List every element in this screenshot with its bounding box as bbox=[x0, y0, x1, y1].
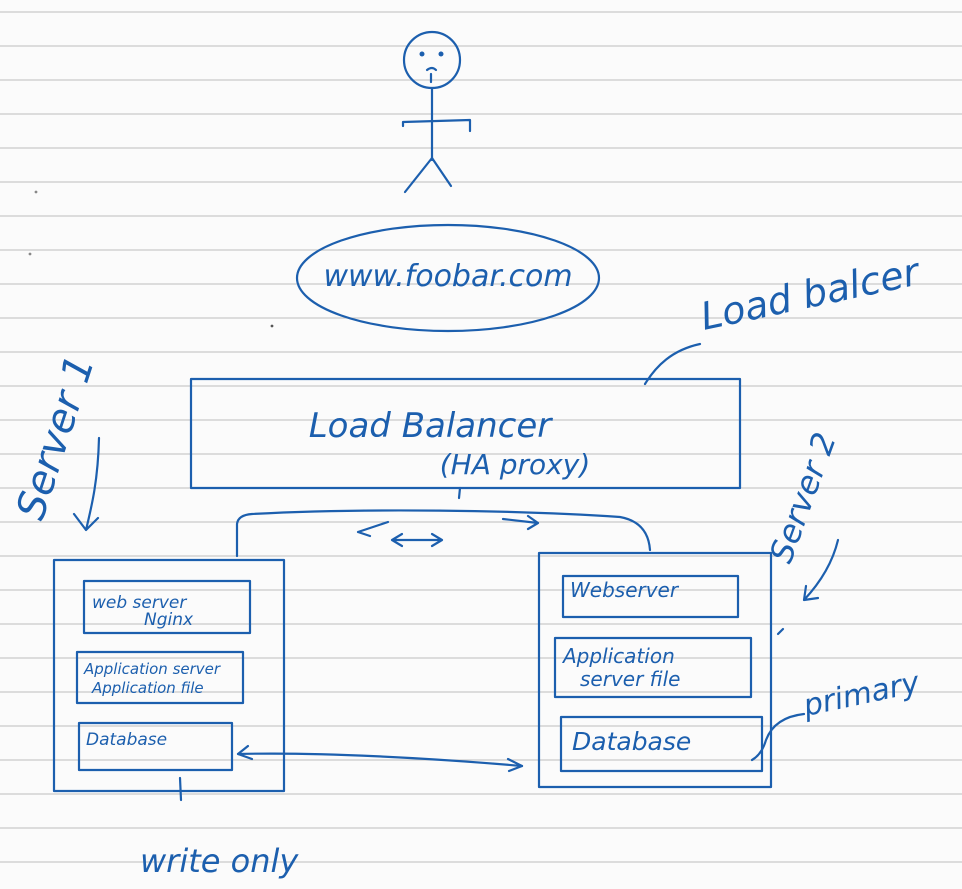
server-1-web-server-line2: Nginx bbox=[144, 610, 194, 630]
load-balancer-note: Load balcer bbox=[697, 249, 925, 339]
server-1-box bbox=[52, 558, 286, 793]
server-1-side-annotation: Server 1 bbox=[8, 350, 104, 532]
server-1-app-server-line2: Application file bbox=[91, 679, 204, 697]
load-balancer-subtitle: (HA proxy) bbox=[440, 448, 591, 481]
domain-ellipse bbox=[295, 223, 601, 333]
arrow-left-icon bbox=[356, 520, 390, 538]
stray-dot bbox=[34, 190, 38, 194]
arrow-head-left-icon bbox=[236, 744, 254, 761]
server-2-app-server-line2: server file bbox=[580, 667, 680, 691]
server-2-web-server-box bbox=[561, 574, 740, 619]
load-balancer-rect bbox=[189, 377, 742, 490]
arrow-right-icon bbox=[501, 514, 540, 531]
server-1: web server Nginx Application server Appl… bbox=[52, 558, 286, 802]
user-figure bbox=[401, 30, 472, 194]
write-only-label: write only bbox=[140, 842, 299, 880]
server-2-web-server-label: Webserver bbox=[570, 578, 680, 602]
server-1-pointer-icon bbox=[72, 436, 101, 532]
server-2-box bbox=[537, 551, 773, 789]
server-2-side-label: Server 2 bbox=[762, 427, 844, 567]
domain-label: www.foobar.com bbox=[323, 259, 572, 294]
double-arrow-icon bbox=[390, 532, 444, 548]
server-2-app-server-box bbox=[553, 636, 753, 699]
server-1-database-box bbox=[77, 721, 234, 772]
load-balancer-box: Load Balancer (HA proxy) bbox=[189, 377, 742, 490]
server-2-database-box bbox=[559, 715, 764, 773]
primary-label: primary bbox=[799, 665, 923, 724]
server-1-web-server-box bbox=[82, 579, 252, 635]
lb-to-servers-connector bbox=[235, 486, 652, 558]
server-2-pointer-icon bbox=[802, 538, 840, 602]
primary-pointer bbox=[750, 712, 806, 762]
stray-mark bbox=[776, 627, 785, 636]
db-replication-arrow bbox=[236, 744, 524, 773]
server-1-database-label: Database bbox=[86, 730, 167, 750]
server-2: Webserver Application server file Databa… bbox=[537, 551, 773, 789]
server-2-database-label: Database bbox=[572, 727, 691, 756]
arrow-head-right-icon bbox=[506, 757, 524, 773]
server-1-app-server-line1: Application server bbox=[83, 660, 221, 678]
load-balancer-annotation: Load balcer bbox=[643, 249, 925, 386]
server-1-stub bbox=[178, 776, 183, 802]
stray-dot bbox=[28, 252, 32, 256]
ruled-lines bbox=[0, 11, 962, 863]
primary-annotation: primary bbox=[750, 665, 924, 762]
stray-dot bbox=[270, 324, 274, 328]
server-2-app-server-line1: Application bbox=[561, 644, 675, 668]
load-balancer-title: Load Balancer bbox=[309, 406, 554, 446]
domain-node: www.foobar.com bbox=[295, 223, 601, 333]
server-1-side-label: Server 1 bbox=[8, 350, 104, 525]
server-1-web-server-line1: web server bbox=[92, 593, 187, 613]
server-2-side-annotation: Server 2 bbox=[762, 427, 844, 636]
server-1-app-server-box bbox=[75, 650, 245, 705]
